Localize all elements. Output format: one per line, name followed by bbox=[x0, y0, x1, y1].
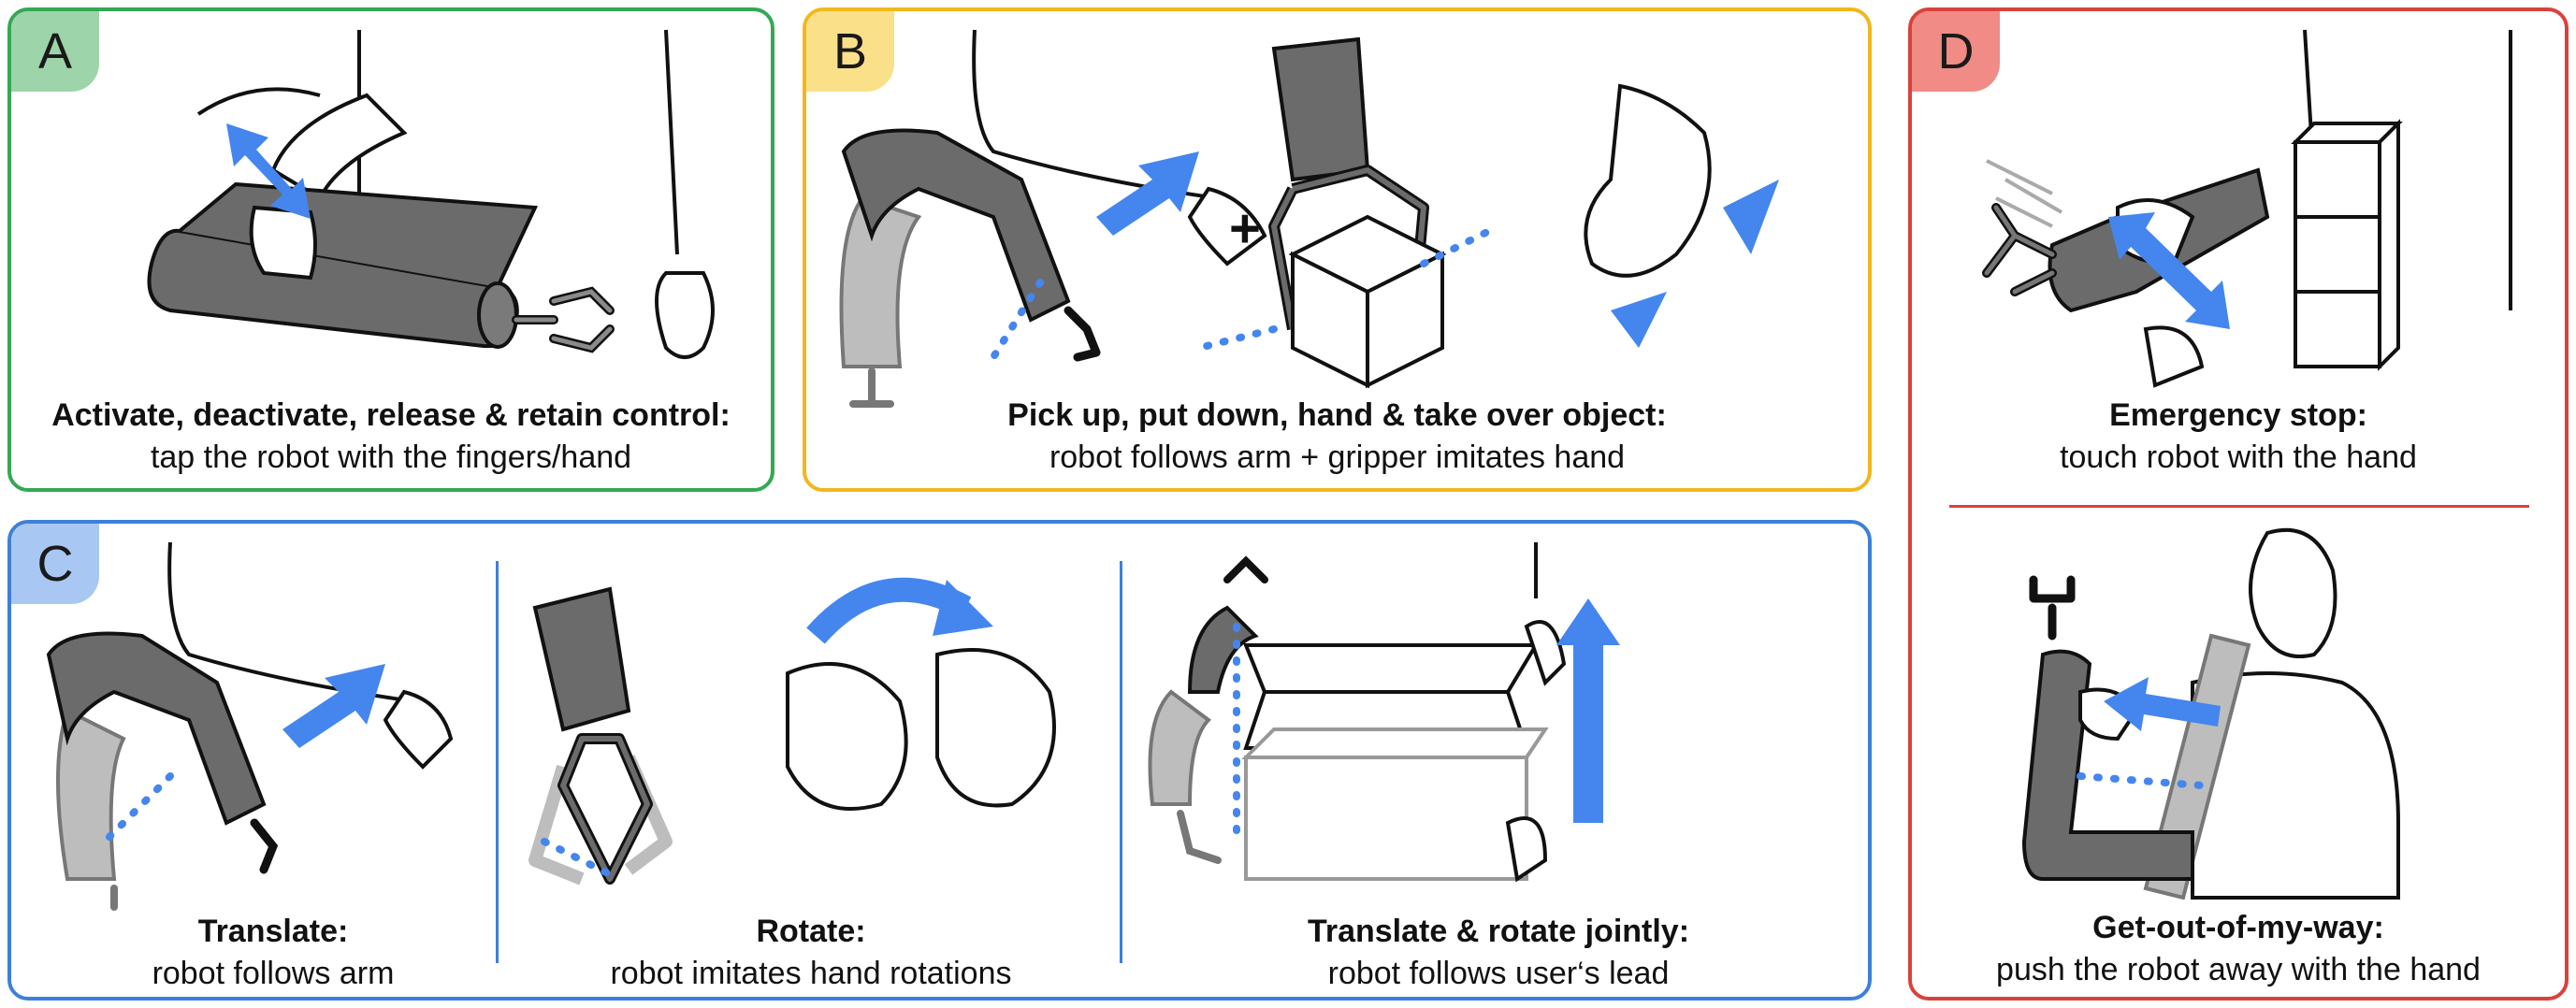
panel-c-separator-2 bbox=[1120, 561, 1122, 963]
robot-arm bbox=[841, 128, 1071, 323]
get-out-of-my-way-title: Get-out-of-my-way: bbox=[2092, 910, 2384, 945]
translate-illustration bbox=[46, 541, 454, 911]
translate-caption: Translate: robot follows arm bbox=[39, 911, 507, 995]
rotate-subtitle: robot imitates hand rotations bbox=[610, 956, 1012, 991]
plus-sign: + bbox=[1229, 198, 1261, 259]
dotted-link-3 bbox=[1195, 325, 1278, 352]
panel-c-tag: C bbox=[11, 524, 99, 604]
grasp-hand bbox=[1584, 83, 1712, 278]
touch-arrow bbox=[2108, 212, 2230, 329]
joint-title: Translate & rotate jointly: bbox=[1307, 914, 1690, 949]
emergency-stop-illustration bbox=[1982, 29, 2512, 388]
person-body bbox=[2191, 671, 2400, 900]
panel-d-tag: D bbox=[1912, 11, 2000, 92]
panel-d-separator bbox=[1949, 505, 2529, 508]
get-out-of-my-way-illustration bbox=[2021, 527, 2400, 900]
emergency-stop-subtitle: touch robot with the hand bbox=[2060, 439, 2417, 475]
lifting-hand bbox=[1524, 620, 1567, 686]
dotted-link bbox=[990, 279, 1044, 361]
panel-b-caption: Pick up, put down, hand & take over obje… bbox=[806, 395, 1868, 479]
panel-b-title: Pick up, put down, hand & take over obje… bbox=[1007, 397, 1667, 433]
robot-gripper bbox=[2029, 575, 2076, 641]
gripper-wrist bbox=[532, 586, 631, 732]
tap-arrow bbox=[226, 123, 311, 219]
panel-c-separator-1 bbox=[496, 561, 499, 963]
panel-b-tag: B bbox=[806, 11, 894, 92]
panel-a-subtitle: tap the robot with the fingers/hand bbox=[150, 439, 632, 475]
move-arrow bbox=[282, 664, 385, 748]
panel-b: B + Pick up, put down, ha bbox=[803, 7, 1872, 492]
panel-c: C bbox=[7, 520, 1872, 1001]
user-hand bbox=[1187, 186, 1267, 266]
stacked-boxes bbox=[2291, 119, 2403, 371]
joint-caption: Translate & rotate jointly: robot follow… bbox=[1124, 911, 1868, 995]
dotted-link-2 bbox=[1420, 223, 1502, 267]
holding-hand bbox=[1505, 816, 1548, 883]
user-sleeve bbox=[270, 93, 408, 201]
robot-arm bbox=[2021, 649, 2194, 881]
get-out-of-my-way-subtitle: push the robot away with the hand bbox=[1996, 952, 2481, 987]
panel-a: A Activate, deactivate, release & retain… bbox=[7, 7, 774, 492]
cube bbox=[1288, 214, 1447, 389]
person-head bbox=[2249, 527, 2337, 658]
robot-arm bbox=[1187, 605, 1259, 694]
panel-b-illustration: + bbox=[839, 29, 1779, 408]
grasp-arrow-2 bbox=[1611, 292, 1667, 348]
push-arrow bbox=[2104, 677, 2221, 731]
rotate-hand-2 bbox=[935, 648, 1056, 808]
rotate-title: Rotate: bbox=[756, 914, 866, 949]
rotate-hand-1 bbox=[786, 662, 908, 811]
move-arrow bbox=[1096, 151, 1199, 236]
grasp-arrow-1 bbox=[1723, 180, 1779, 254]
joint-subtitle: robot follows user‘s lead bbox=[1327, 956, 1670, 991]
user-other-hand bbox=[655, 271, 715, 359]
panel-a-tag: A bbox=[11, 11, 99, 92]
robot-arm-lower bbox=[1148, 689, 1212, 806]
translate-subtitle: robot follows arm bbox=[152, 956, 395, 991]
rotate-caption: Rotate: robot imitates hand rotations bbox=[507, 911, 1115, 995]
user-other-hand bbox=[2143, 325, 2205, 388]
panel-a-caption: Activate, deactivate, release & retain c… bbox=[11, 395, 771, 479]
panel-a-title: Activate, deactivate, release & retain c… bbox=[51, 397, 731, 433]
carried-box-ghost bbox=[1241, 727, 1549, 881]
rotate-illustration bbox=[528, 577, 1056, 886]
translate-title: Translate: bbox=[197, 914, 349, 949]
robot-arm bbox=[46, 631, 267, 826]
emergency-stop-caption: Emergency stop: touch robot with the han… bbox=[1912, 395, 2565, 479]
emergency-stop-title: Emergency stop: bbox=[2109, 397, 2367, 433]
panel-b-subtitle: robot follows arm + gripper imitates han… bbox=[1049, 439, 1626, 475]
robot-gripper-ghost bbox=[849, 367, 894, 408]
robot-arm-ghost bbox=[839, 195, 922, 368]
panel-d: D Emergency stop: touch robot with the h… bbox=[1908, 7, 2569, 1001]
gripper-wrist bbox=[1271, 36, 1370, 182]
robot-gripper bbox=[1064, 306, 1101, 362]
user-side bbox=[664, 29, 679, 255]
get-out-of-my-way-caption: Get-out-of-my-way: push the robot away w… bbox=[1912, 907, 2565, 991]
motion-lines bbox=[1986, 159, 2063, 228]
user-hand bbox=[249, 205, 317, 281]
panel-a-illustration bbox=[147, 29, 715, 359]
lift-arrow bbox=[1556, 598, 1620, 823]
joint-illustration bbox=[1148, 542, 1620, 883]
